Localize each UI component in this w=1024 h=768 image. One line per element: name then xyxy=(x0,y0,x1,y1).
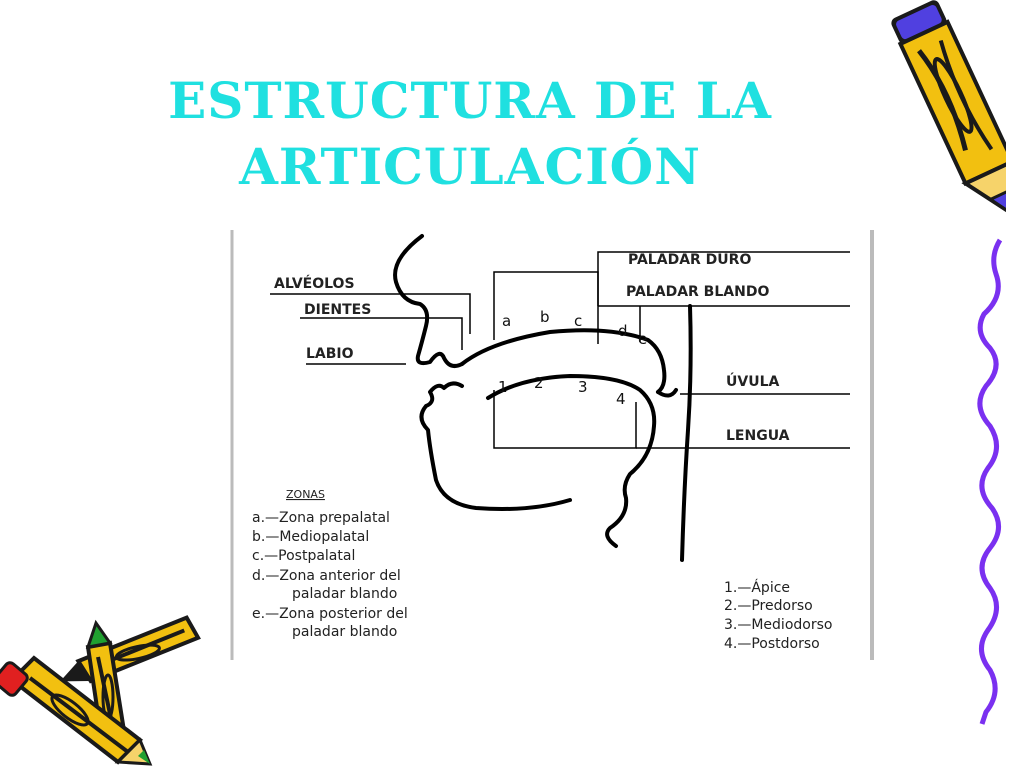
label-lengua: LENGUA xyxy=(726,428,790,444)
tongue-part: 3.—Mediodorso xyxy=(724,617,832,633)
squiggle-line xyxy=(977,238,1003,725)
zone-letter: e xyxy=(638,330,647,348)
zone-letter: c xyxy=(574,312,582,330)
zonas-item: paladar blando xyxy=(292,586,397,602)
pencil-icon xyxy=(891,0,1006,218)
tongue-part: 4.—Postdorso xyxy=(724,636,820,652)
zone-letter: d xyxy=(618,322,628,340)
label-labio: LABIO xyxy=(306,346,354,362)
title-line-1: ESTRUCTURA DE LA xyxy=(168,71,772,130)
title-line-2: ARTICULACIÓN xyxy=(239,137,701,196)
zonas-heading: ZONAS xyxy=(286,488,325,501)
label-paladar-duro: PALADAR DURO xyxy=(628,252,751,268)
zonas-item: c.—Postpalatal xyxy=(252,548,355,564)
label-alveolos: ALVÉOLOS xyxy=(274,275,355,292)
tongue-number: 4 xyxy=(616,390,626,408)
slide-title: ESTRUCTURA DE LA ARTICULACIÓN xyxy=(90,68,850,200)
label-paladar-blando: PALADAR BLANDO xyxy=(626,284,769,300)
zonas-item: paladar blando xyxy=(292,624,397,640)
pencils-icon xyxy=(0,615,201,766)
label-dientes: DIENTES xyxy=(304,302,371,318)
zonas-item: a.—Zona prepalatal xyxy=(252,510,390,526)
zone-letter: b xyxy=(540,308,550,326)
zonas-item: b.—Mediopalatal xyxy=(252,529,369,545)
tongue-number: 2 xyxy=(534,374,544,392)
tongue-part: 2.—Predorso xyxy=(724,598,813,614)
label-uvula: ÚVULA xyxy=(726,372,779,390)
zonas-item: e.—Zona posterior del xyxy=(252,606,408,622)
articulation-diagram: ALVÉOLOS DIENTES LABIO PALADAR DURO PALA… xyxy=(230,230,876,660)
zone-letter: a xyxy=(502,312,511,330)
tongue-part: 1.—Ápice xyxy=(724,579,790,596)
zonas-item: d.—Zona anterior del xyxy=(252,568,401,584)
tongue-number: 3 xyxy=(578,378,588,396)
tongue-number: 1 xyxy=(498,378,508,396)
